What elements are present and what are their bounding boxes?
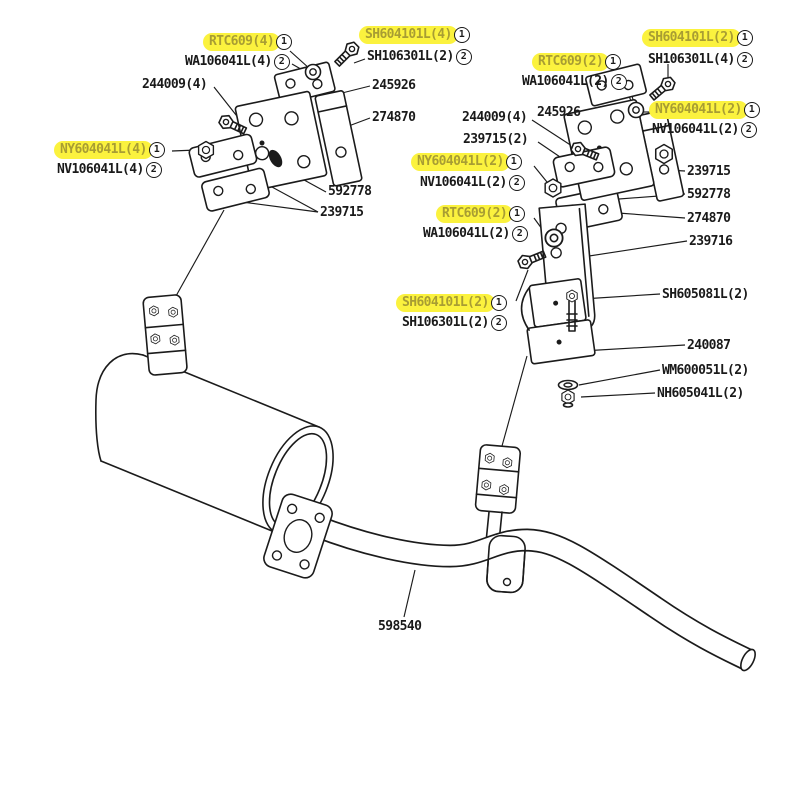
rear-pipe-hanger <box>474 444 526 594</box>
long-bolt <box>566 289 578 332</box>
rear-mounting-bracket-assembly <box>515 63 685 408</box>
front-mounting-bracket-assembly <box>188 38 363 212</box>
front-silencer-hanger <box>142 294 188 376</box>
silencer-flange <box>263 493 333 579</box>
tail-pipe <box>311 515 756 672</box>
pipe-clamp-band <box>486 534 526 594</box>
